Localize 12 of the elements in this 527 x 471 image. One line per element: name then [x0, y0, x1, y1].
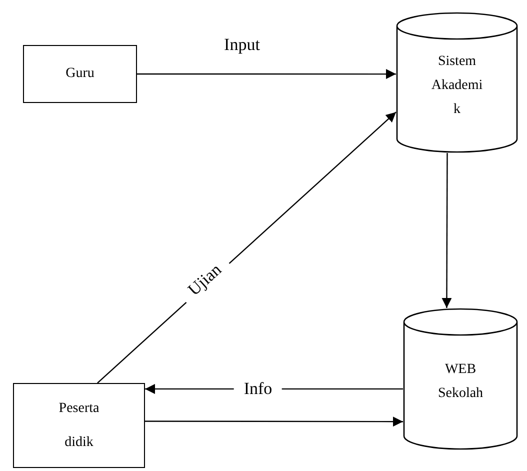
database-cylinder	[396, 12, 518, 153]
node-label: Peserta didik	[58, 400, 100, 452]
node-label: Sistem Akademik	[430, 52, 484, 118]
arrow	[442, 153, 452, 308]
node-label: WEB Sekolah	[436, 361, 484, 403]
process-box	[23, 45, 137, 103]
process-box	[13, 383, 145, 468]
arrow	[145, 416, 403, 427]
database-cylinder	[403, 308, 518, 450]
arrow	[137, 69, 396, 80]
edge-label: Input	[223, 35, 261, 55]
node-label: Guru	[64, 65, 96, 83]
